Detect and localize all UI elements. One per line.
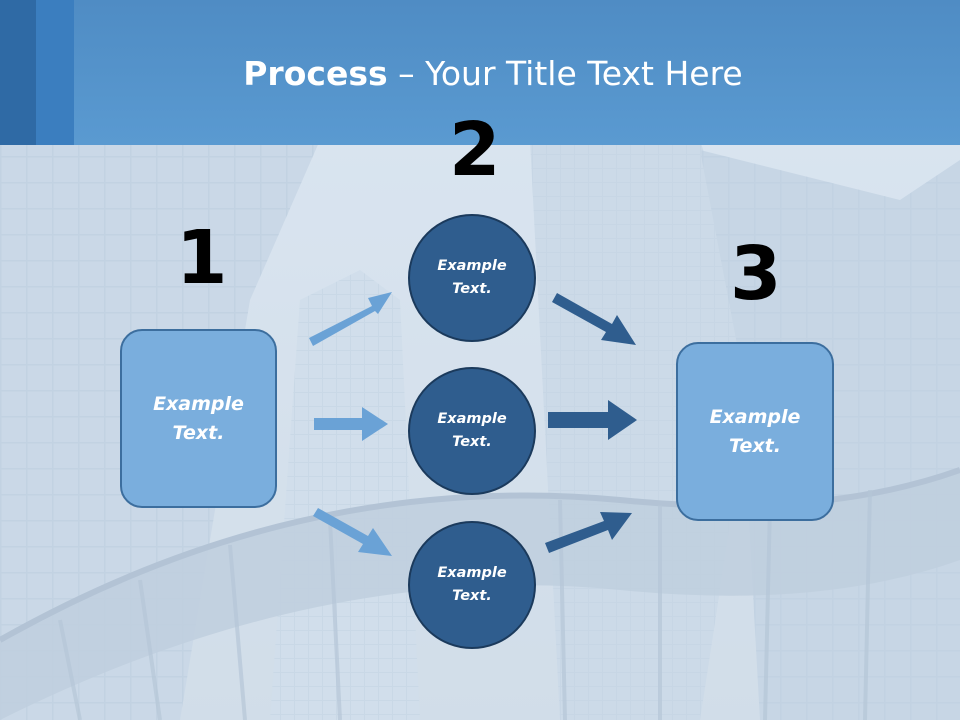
step-3-box[interactable]: Example Text. xyxy=(676,342,834,521)
step-2-circle-top[interactable]: Example Text. xyxy=(408,214,536,342)
step-1-box[interactable]: Example Text. xyxy=(120,329,277,508)
header-accent-band xyxy=(36,0,74,145)
circle-text: Example Text. xyxy=(437,258,507,297)
slide-title[interactable]: Process – Your Title Text Here xyxy=(0,52,960,96)
title-rest-part: – Your Title Text Here xyxy=(387,54,743,93)
header-accent-band xyxy=(0,0,36,145)
arrow-from-top-circle xyxy=(552,293,636,345)
step-number-1: 1 xyxy=(176,215,228,301)
title-bold-part: Process xyxy=(243,54,388,93)
step-3-text: Example Text. xyxy=(709,405,801,457)
step-number-3: 3 xyxy=(730,231,782,317)
arrow-to-top-circle xyxy=(309,292,392,346)
arrow-from-bottom-circle xyxy=(545,512,632,553)
step-number-2: 2 xyxy=(449,107,501,193)
arrow-from-middle-circle xyxy=(548,400,637,440)
title-header-bar xyxy=(0,0,960,145)
arrow-to-bottom-circle xyxy=(313,508,392,556)
step-2-circle-middle[interactable]: Example Text. xyxy=(408,367,536,495)
arrow-to-middle-circle xyxy=(314,407,388,441)
circle-text: Example Text. xyxy=(437,565,507,604)
circle-text: Example Text. xyxy=(437,411,507,450)
step-2-circle-bottom[interactable]: Example Text. xyxy=(408,521,536,649)
step-1-text: Example Text. xyxy=(153,392,244,444)
